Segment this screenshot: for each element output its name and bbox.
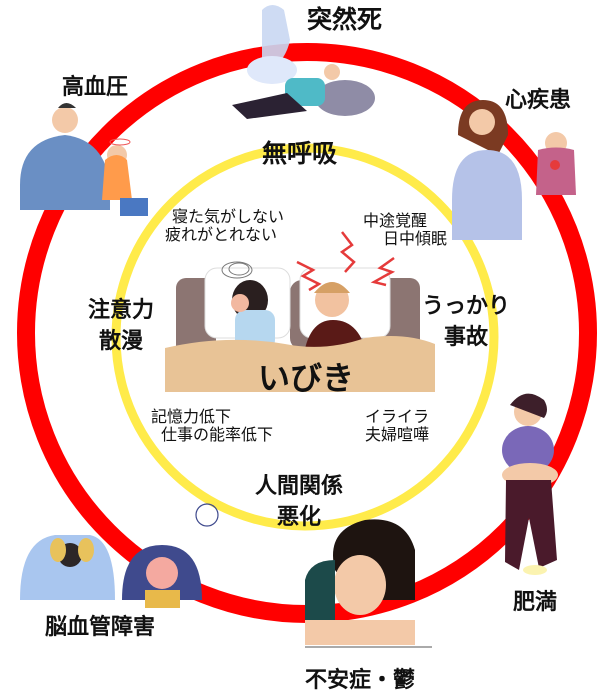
label-relationships: 人間関係 悪化	[255, 474, 343, 531]
label-accident-line2: 事故	[444, 325, 489, 351]
couple-in-bed-icon	[165, 231, 435, 392]
heart-disease-icon	[452, 100, 576, 240]
label-sudden-death: 突然死	[307, 5, 383, 34]
label-memory: 記憶力低下 仕事の能率低下	[151, 407, 274, 445]
label-snoring: いびき	[258, 359, 355, 397]
cerebrovascular-icon	[20, 503, 219, 608]
label-inattention-line1: 注意力	[88, 298, 155, 323]
label-irritation: イライラ 夫婦喧嘩	[365, 407, 430, 445]
label-accident: うっかり 事故	[422, 294, 510, 351]
label-wakefulness-line2: 日中傾眠	[383, 229, 448, 249]
label-irritation-line2: 夫婦喧嘩	[365, 425, 430, 445]
hypertension-icon	[20, 103, 148, 216]
label-memory-line2: 仕事の能率低下	[161, 425, 274, 445]
label-heart-disease: 心疾患	[505, 88, 572, 113]
label-hypertension: 高血圧	[62, 75, 129, 100]
obesity-icon	[502, 393, 558, 575]
label-wakefulness-line1: 中途覚醒	[363, 211, 428, 230]
label-wakefulness: 中途覚醒 日中傾眠	[363, 211, 448, 249]
label-unrested: 寝た気がしない 疲れがとれない	[158, 207, 285, 245]
label-inattention: 注意力 散漫	[88, 298, 154, 355]
label-cerebrovascular: 脳血管障害	[45, 615, 156, 640]
label-relationships-line2: 悪化	[277, 505, 322, 531]
sudden-death-icon	[232, 5, 375, 119]
label-irritation-line1: イライラ	[365, 407, 430, 426]
label-apnea: 無呼吸	[262, 139, 338, 168]
inner-ring	[111, 143, 499, 531]
label-unrested-line2: 疲れがとれない	[165, 225, 278, 245]
label-unrested-line1: 寝た気がしない	[172, 207, 285, 226]
label-inattention-line2: 散漫	[99, 329, 144, 355]
label-memory-line1: 記憶力低下	[151, 407, 232, 426]
label-accident-line1: うっかり	[422, 294, 511, 319]
label-obesity: 肥満	[513, 590, 558, 615]
depression-icon	[305, 519, 432, 648]
label-anxiety-depression: 不安症・鬱	[305, 668, 416, 693]
label-relationships-line1: 人間関係	[255, 474, 344, 499]
